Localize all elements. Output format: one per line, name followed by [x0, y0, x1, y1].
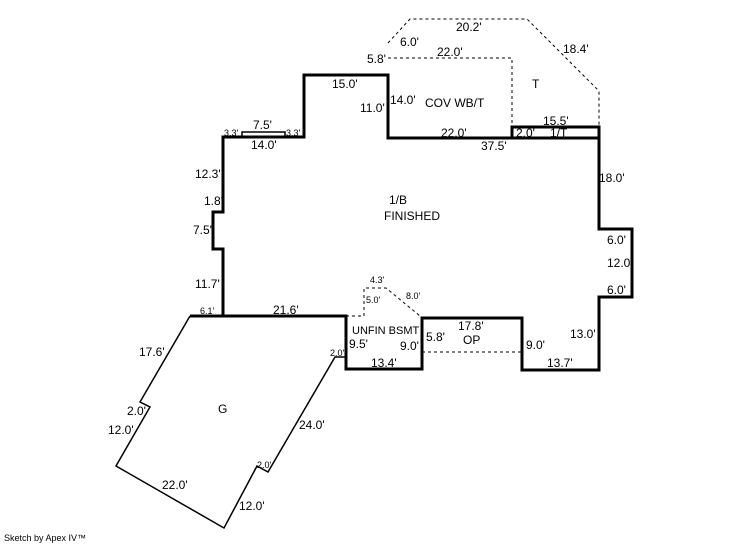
strip-outline [510, 125, 601, 140]
dim-label: 11.0' [360, 101, 385, 115]
area-label-terrace: T [532, 77, 540, 91]
bump-out [241, 131, 286, 138]
dim-label: 17.8' [458, 319, 484, 333]
dim-label: 22.0' [162, 478, 188, 492]
area-label-finished: FINISHED [384, 209, 440, 223]
dim-label: 6.0' [607, 283, 626, 297]
unfinished-basement-outline [346, 287, 421, 317]
dim-label: 9.0' [526, 338, 545, 352]
terrace-outline [387, 18, 600, 127]
area-label-main: 1/B [389, 193, 407, 207]
dim-label: 22.0' [441, 126, 467, 140]
dim-label: 18.4' [563, 42, 589, 56]
covered-area-outline [388, 57, 513, 127]
area-label-porch: OP [463, 333, 480, 347]
footer-credit: Sketch by Apex IV™ [4, 533, 87, 543]
dim-label: 37.5' [481, 139, 507, 153]
dim-label: 7.5' [193, 223, 212, 237]
dim-label: 8.0' [406, 291, 421, 301]
dim-label: 20.2' [456, 20, 482, 34]
area-label-covered: COV WB/T [425, 96, 485, 110]
dim-label: 21.6' [273, 303, 299, 317]
dim-label: 2.0' [127, 404, 146, 418]
dim-label: 24.0' [299, 418, 325, 432]
dim-label: 6.0' [607, 233, 626, 247]
area-label-strip: 1/T [550, 126, 568, 140]
dim-label: 5.0' [366, 295, 381, 305]
dim-label: 4.3' [370, 275, 385, 285]
dim-label: 14.0' [390, 93, 416, 107]
dim-label: 9.5' [349, 337, 368, 351]
main-house-outline [190, 73, 634, 372]
garage-outline [114, 315, 346, 530]
dim-label: 13.7' [547, 356, 573, 370]
dim-label: 12.0' [108, 423, 134, 437]
dim-label: 5.8' [426, 330, 445, 344]
dim-label: 12.3' [195, 167, 221, 181]
dim-label: 17.6' [139, 345, 165, 359]
dim-label: 13.4' [371, 356, 397, 370]
dim-label: 6.1' [200, 306, 215, 316]
dim-label: 2.0' [516, 126, 535, 140]
dim-label: 7.5' [253, 118, 272, 132]
dim-label: 11.7' [195, 277, 220, 291]
dimension-labels: 20.2' 6.0' 18.4' 5.8' 22.0' 15.0' 14.0' … [108, 20, 633, 513]
dim-label: 6.0' [400, 35, 419, 49]
dim-label: 12.0' [607, 256, 633, 270]
dim-label: 3.3' [286, 128, 301, 138]
dim-label: 5.8' [367, 52, 386, 66]
dim-label: 22.0' [437, 45, 463, 59]
dim-label: 1.8' [204, 194, 223, 208]
dim-label: 9.0' [400, 339, 419, 353]
dim-label: 14.0' [251, 138, 277, 152]
area-label-unfin: UNFIN BSMT [352, 325, 420, 337]
dim-label: 3.3' [224, 128, 239, 138]
dim-label: 2.0' [257, 460, 272, 470]
dim-label: 15.0' [332, 77, 358, 91]
area-label-garage: G [218, 402, 227, 416]
dim-label: 15.5' [543, 114, 569, 128]
dim-label: 2.0' [330, 348, 345, 358]
dim-label: 18.0' [599, 171, 625, 185]
dim-label: 13.0' [570, 327, 596, 341]
dim-label: 12.0' [239, 499, 265, 513]
